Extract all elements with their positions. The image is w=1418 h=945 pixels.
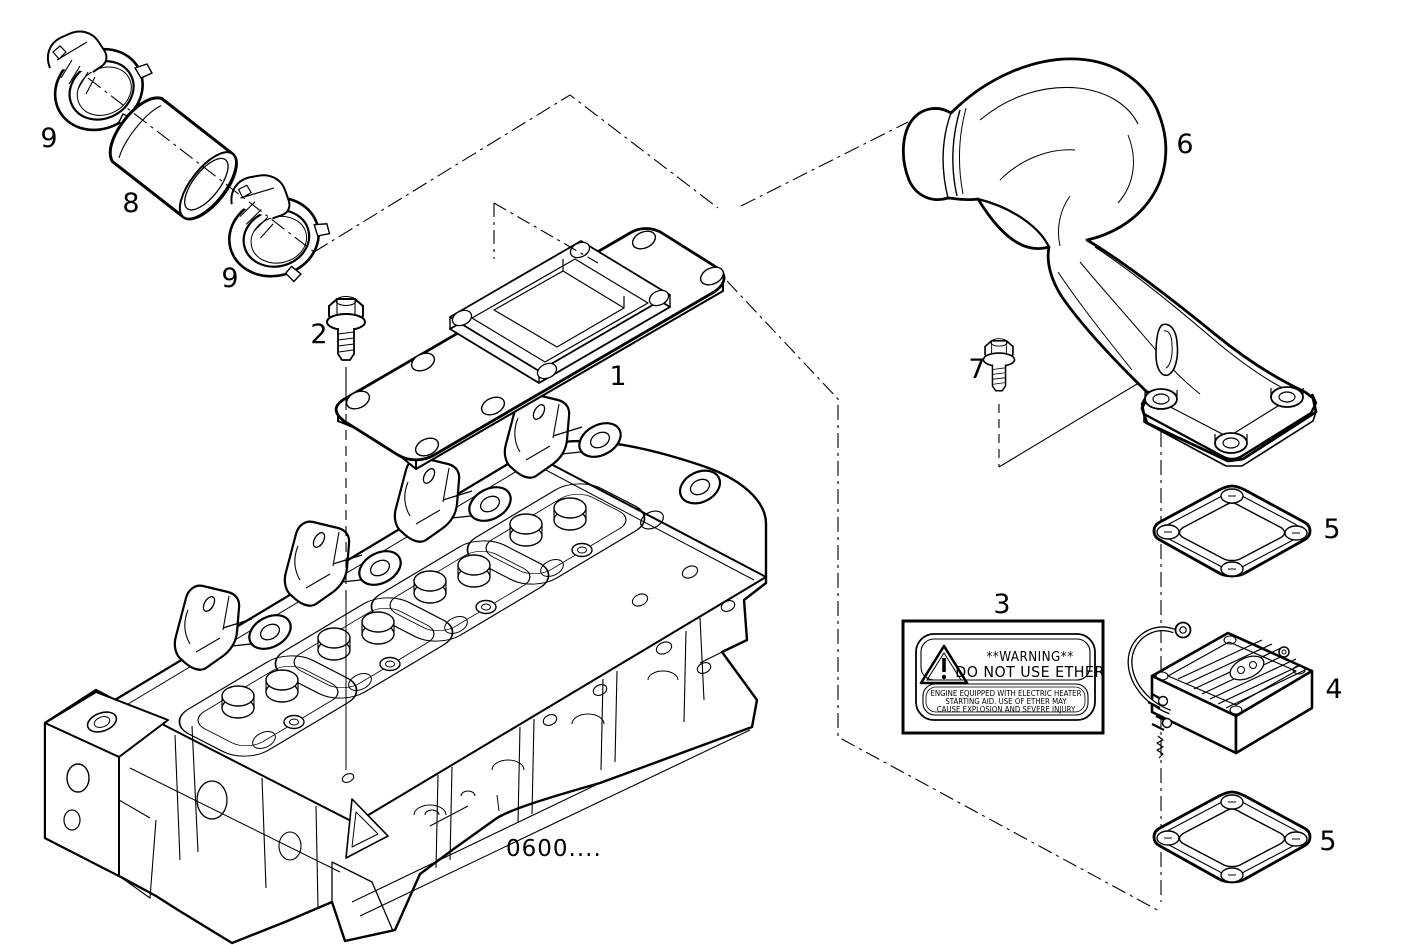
callout-2: 2 — [310, 319, 327, 350]
warning-body-line1: ENGINE EQUIPPED WITH ELECTRIC HEATER — [931, 689, 1082, 698]
hose-sleeve — [108, 96, 238, 221]
callout-labels: 9 8 9 2 1 6 7 5 3 4 5 — [40, 123, 1342, 857]
callout-9-upper: 9 — [40, 123, 57, 154]
callout-7: 7 — [968, 354, 985, 385]
callout-5-lower: 5 — [1319, 826, 1336, 857]
intake-manifold-cover-plate — [334, 227, 726, 470]
callout-8: 8 — [122, 188, 139, 219]
callout-4: 4 — [1325, 674, 1342, 705]
assembly-centerlines-over — [87, 77, 909, 770]
cylinder-head-drawing — [43, 392, 768, 945]
intake-pipe-bolt — [982, 337, 1016, 392]
warning-body-line3: CAUSE EXPLOSION AND SEVERE INJURY — [937, 705, 1076, 714]
valve-bosses — [221, 497, 593, 749]
callout-9-lower: 9 — [221, 263, 238, 294]
callout-1: 1 — [609, 361, 626, 392]
assembly-centerlines-under — [726, 280, 1162, 913]
drawing-reference: 0600.... — [506, 836, 602, 862]
callout-6: 6 — [1176, 129, 1193, 160]
deck-bolt-holes — [341, 565, 736, 783]
gasket-upper — [1152, 484, 1312, 578]
cover-plate-bolt — [326, 295, 366, 361]
warning-title-line1: **WARNING** — [986, 649, 1073, 665]
warning-decal — [901, 619, 1105, 735]
gasket-lower — [1152, 790, 1312, 884]
callout-5-upper: 5 — [1323, 514, 1340, 545]
warning-body-line2: STARTING AID. USE OF ETHER MAY — [945, 697, 1067, 706]
callout-3: 3 — [993, 589, 1010, 620]
grid-heater — [1127, 621, 1314, 759]
warning-title-line2: DO NOT USE ETHER — [955, 662, 1104, 681]
air-intake-pipe — [901, 57, 1318, 467]
